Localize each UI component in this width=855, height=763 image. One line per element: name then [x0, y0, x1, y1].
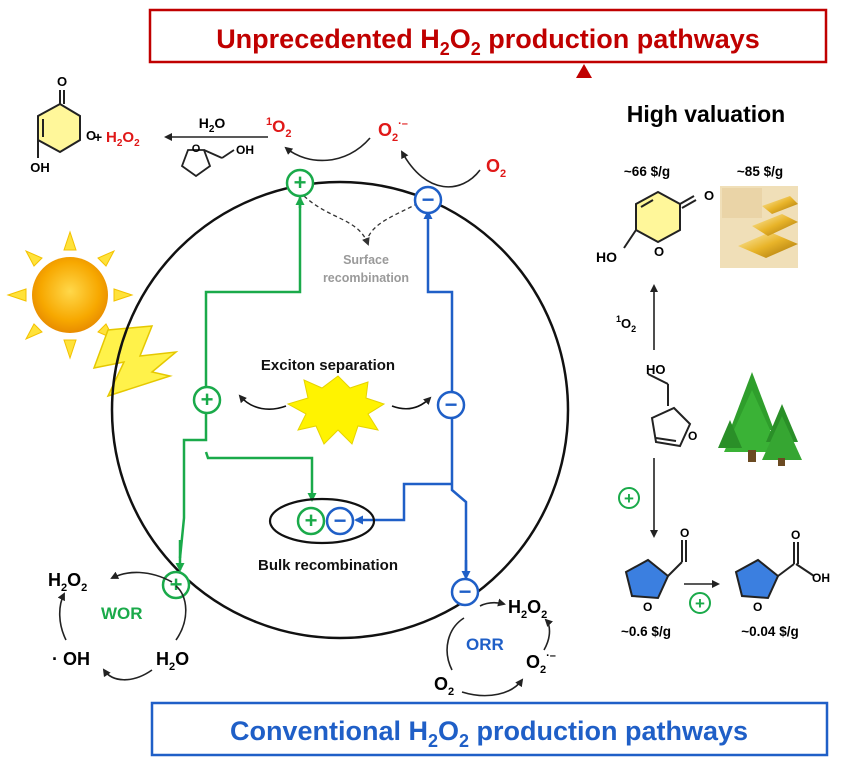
exciton-burst	[286, 375, 386, 445]
furfuryl-oh-small: OH	[236, 143, 254, 157]
h2o2-product-label: H2O2	[106, 129, 140, 149]
svg-text:+: +	[294, 170, 307, 195]
svg-text:O: O	[643, 600, 652, 614]
top-banner-title: Unprecedented H2O2 production pathways	[216, 24, 760, 59]
right-panel-title: High valuation	[627, 101, 785, 127]
svg-text:O: O	[704, 188, 714, 203]
oxygen-label: O2	[486, 156, 506, 180]
svg-text:HO: HO	[596, 249, 617, 265]
svg-text:−: −	[459, 579, 472, 604]
charge-markers: + + + + − − − −	[161, 168, 480, 607]
furfural-structure: O O	[624, 526, 689, 614]
orr-h2o2-label: H2O2	[508, 597, 547, 621]
svg-text:+: +	[305, 508, 318, 533]
svg-text:O: O	[680, 526, 689, 540]
exciton-arrows	[238, 394, 432, 410]
wor-h2o-label: H2O	[156, 649, 189, 673]
svg-text:O: O	[753, 600, 762, 614]
exciton-separation-label: Exciton separation	[261, 357, 395, 374]
price-gold: ~85 $/g	[737, 164, 783, 179]
svg-text:OH: OH	[812, 571, 830, 585]
pyranone-product-structure: O O OH	[30, 74, 96, 175]
electron-marker-bulk: −	[325, 506, 355, 536]
orr-label: ORR	[466, 635, 504, 654]
svg-text:+: +	[624, 489, 634, 508]
electron-marker-middle: −	[436, 390, 466, 420]
electron-marker-top: −	[413, 185, 443, 215]
svg-text:−: −	[445, 392, 458, 417]
svg-text:O: O	[57, 74, 67, 89]
orr-o2-label: O2	[434, 674, 454, 698]
sun-icon	[6, 230, 134, 360]
svg-text:−: −	[334, 508, 347, 533]
pyranone-structure: O O HO	[596, 188, 714, 265]
hole-marker-bulk: +	[296, 506, 326, 536]
top-curved-arrows	[284, 137, 481, 188]
right-singlet-oxygen-label: 1O2	[616, 314, 636, 334]
wor-h2o2-label: H2O2	[48, 570, 87, 594]
water-reagent-label: H2O	[199, 115, 226, 135]
svg-text:−: −	[422, 187, 435, 212]
superoxide-label: O2·–	[378, 118, 408, 144]
hole-marker-top: +	[285, 168, 315, 198]
hole-marker-middle: +	[192, 385, 222, 415]
gold-bars-image	[720, 186, 798, 268]
furfuryl-alcohol-structure	[647, 373, 692, 448]
price-pyranone: ~66 $/g	[624, 164, 670, 179]
furfuryl-alcohol-structure-small	[180, 149, 235, 178]
furoic-acid-structure: O O OH	[734, 528, 830, 614]
electron-marker-bottom: −	[450, 577, 480, 607]
orr-superoxide-label: O2·–	[526, 650, 556, 676]
bottom-banner-title: Conventional H2O2 production pathways	[230, 716, 748, 751]
svg-text:+: +	[201, 387, 214, 412]
svg-text:OH: OH	[30, 160, 50, 175]
hole-marker-bottom: +	[161, 570, 191, 600]
tree-image	[718, 372, 802, 466]
price-furoic: ~0.04 $/g	[741, 624, 798, 639]
wor-cycle-arrows	[57, 571, 187, 681]
surface-recombination-label-2: recombination	[323, 271, 409, 285]
price-furfural: ~0.6 $/g	[621, 624, 671, 639]
lightning-icon	[92, 325, 179, 398]
svg-text:O: O	[654, 244, 664, 259]
bottom-banner: Conventional H2O2 production pathways	[150, 701, 829, 757]
wor-label: WOR	[101, 604, 143, 623]
wor-hydroxyl-label: · OH	[52, 649, 90, 669]
photocatalyst-particle	[110, 180, 570, 640]
hole-pathways	[175, 189, 317, 572]
furfuryl-ring-o-small: O	[192, 143, 201, 155]
furfuryl-ho-label: HO	[646, 362, 666, 377]
singlet-oxygen-label: 1O2	[266, 116, 291, 140]
divider-arrowhead	[576, 64, 592, 78]
svg-text:O: O	[791, 528, 800, 542]
surface-recombination-arrows	[303, 195, 425, 246]
svg-text:+: +	[695, 594, 705, 613]
right-hole-marker-2: +	[689, 592, 711, 614]
plus-sign: +	[94, 129, 102, 145]
surface-recombination-label-1: Surface	[343, 253, 389, 267]
top-banner: Unprecedented H2O2 production pathways	[148, 8, 828, 64]
svg-text:+: +	[170, 572, 183, 597]
bulk-recombination-ellipse	[268, 497, 376, 545]
orr-cycle-arrows	[446, 598, 554, 697]
svg-text:O: O	[86, 128, 96, 143]
bulk-recombination-label: Bulk recombination	[258, 557, 398, 574]
right-hole-marker: +	[618, 487, 640, 509]
furfuryl-ring-o: O	[688, 429, 697, 443]
